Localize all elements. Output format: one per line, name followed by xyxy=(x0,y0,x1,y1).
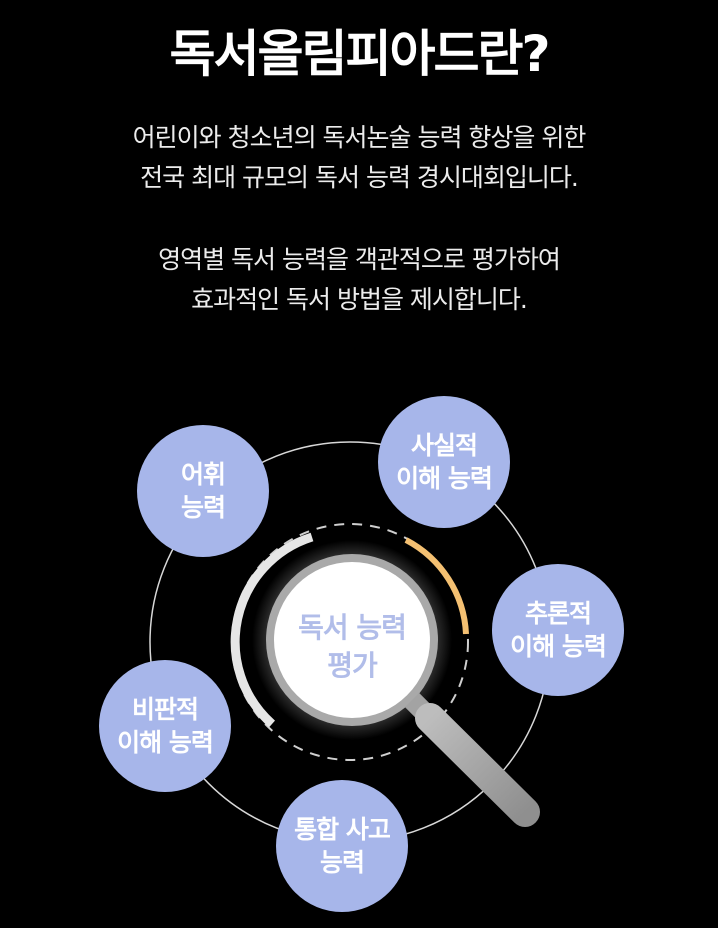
purpose-line-1: 영역별 독서 능력을 객관적으로 평가하여 xyxy=(158,245,561,274)
node-integrative-line-1: 통합 사고 xyxy=(294,815,391,844)
intro-line-2: 전국 최대 규모의 독서 능력 경시대회입니다. xyxy=(140,163,579,192)
grey-arc xyxy=(230,532,314,728)
node-critical-line-2: 이해 능력 xyxy=(117,728,214,757)
intro-paragraph: 어린이와 청소년의 독서논술 능력 향상을 위한 전국 최대 규모의 독서 능력… xyxy=(0,118,718,198)
node-integrative: 통합 사고 능력 xyxy=(276,780,408,912)
center-label-line-2: 평가 xyxy=(327,649,378,682)
node-factual-line-1: 사실적 xyxy=(410,431,478,460)
intro-line-1: 어린이와 청소년의 독서논술 능력 향상을 위한 xyxy=(132,123,587,152)
node-vocabulary-line-1: 어휘 xyxy=(180,460,226,489)
purpose-line-2: 효과적인 독서 방법을 제시합니다. xyxy=(191,285,528,314)
magnifier-icon xyxy=(266,554,540,827)
node-inferential-line-1: 추론적 xyxy=(524,599,592,628)
node-factual-line-2: 이해 능력 xyxy=(396,464,493,493)
node-vocabulary: 어휘 능력 xyxy=(137,425,269,557)
purpose-paragraph: 영역별 독서 능력을 객관적으로 평가하여 효과적인 독서 방법을 제시합니다. xyxy=(0,240,718,320)
page-title: 독서올림피아드란? xyxy=(169,25,550,83)
accent-arc xyxy=(404,537,469,635)
node-integrative-line-2: 능력 xyxy=(319,848,365,877)
reading-ability-diagram: 어휘 능력 사실적 이해 능력 추론적 이해 능력 비판적 이해 능력 통합 사… xyxy=(0,380,718,928)
diagram-graphics xyxy=(149,441,551,843)
node-vocabulary-line-2: 능력 xyxy=(180,493,226,522)
node-critical-line-1: 비판적 xyxy=(131,695,199,724)
center-label-line-1: 독서 능력 xyxy=(298,611,407,644)
node-inferential: 추론적 이해 능력 xyxy=(492,564,624,696)
node-factual: 사실적 이해 능력 xyxy=(378,396,510,528)
center-label: 독서 능력 평가 xyxy=(268,602,436,692)
dashed-ring xyxy=(231,523,469,761)
node-critical: 비판적 이해 능력 xyxy=(99,660,231,792)
node-inferential-line-2: 이해 능력 xyxy=(510,632,607,661)
